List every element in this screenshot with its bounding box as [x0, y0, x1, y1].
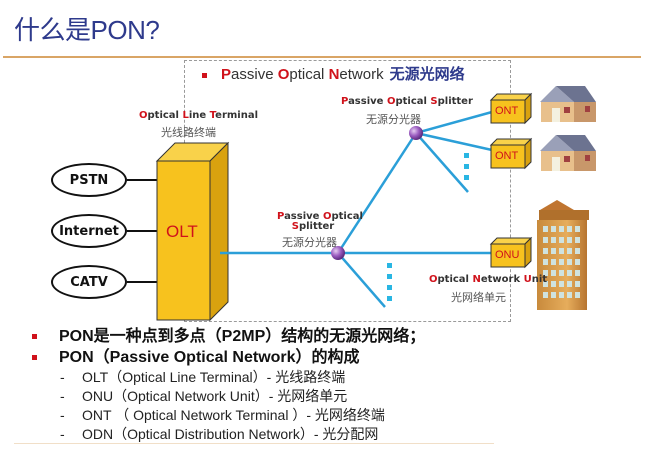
sub-item-odn: - ODN（Optical Distribution Network）- 光分配网 — [32, 425, 425, 444]
bullet-text: PON（Passive Optical Network）的构成 — [59, 349, 360, 366]
onu-box-label: ONU — [495, 249, 520, 261]
sub-item-text: ONT （ Optical Network Terminal ）- 光网络终端 — [82, 407, 385, 423]
splitter-top-icon — [409, 126, 423, 140]
ont-box-2 — [489, 137, 533, 170]
heading-text: assive — [231, 66, 278, 83]
heading-text: etwork — [339, 66, 384, 83]
heading-text: ptical — [289, 66, 329, 83]
olt-box-label: OLT — [166, 222, 198, 241]
bullet-icon — [32, 334, 37, 340]
sub-item-text: ONU（Optical Network Unit）- 光网络单元 — [82, 388, 348, 404]
heading-letter-o: O — [277, 66, 290, 83]
fiber-to-ont1 — [415, 110, 493, 135]
onu-caption-cn: 光网络单元 — [451, 291, 506, 304]
ellipsis-dots-top — [464, 153, 469, 180]
bullet-text: PON是一种点到多点（P2MP）结构的无源光网络； — [59, 328, 426, 345]
fiber-to-ont2 — [415, 131, 493, 152]
splitter-main-caption-en: Passive Optical Splitter — [277, 211, 363, 232]
splitter-main-icon — [331, 246, 345, 260]
sub-item-text: ODN（Optical Distribution Network）- 光分配网 — [82, 426, 379, 442]
dash-icon: - — [60, 388, 65, 404]
heading-chinese: 无源光网络 — [389, 66, 465, 83]
page-title: 什么是PON? — [14, 15, 160, 45]
heading-letter-n: N — [328, 66, 340, 83]
ont-1-label: ONT — [495, 105, 519, 117]
dash-icon: - — [60, 369, 65, 385]
olt-box — [155, 141, 230, 322]
ont-2-label: ONT — [495, 150, 519, 162]
building-icon — [537, 200, 589, 310]
bottom-divider — [14, 443, 494, 444]
source-pstn: PSTN — [51, 163, 127, 197]
bullet-item: PON（Passive Optical Network）的构成 — [32, 347, 425, 368]
title-divider — [3, 56, 641, 58]
sub-item-ont: - ONT （ Optical Network Terminal ）- 光网络终端 — [32, 406, 425, 425]
bullet-icon — [32, 355, 37, 361]
bullet-item: PON是一种点到多点（P2MP）结构的无源光网络； — [32, 326, 425, 347]
source-catv: CATV — [51, 265, 127, 299]
splitter-top-caption-cn: 无源分光器 — [366, 113, 421, 126]
dash-icon: - — [60, 426, 65, 442]
heading-letter-p: P — [221, 66, 232, 83]
source-internet: Internet — [51, 214, 127, 248]
bullet-icon — [202, 72, 207, 78]
fiber-splitter-splitter — [336, 132, 418, 254]
sub-item-olt: - OLT（Optical Line Terminal）- 光线路终端 — [32, 368, 425, 387]
onu-caption-en: Optical Network Unit — [429, 274, 548, 285]
ont-box-1 — [489, 92, 533, 125]
pon-heading: Passive Optical Network 无源光网络 — [202, 63, 465, 84]
bullet-list: PON是一种点到多点（P2MP）结构的无源光网络； PON（Passive Op… — [32, 326, 425, 444]
splitter-main-caption-cn: 无源分光器 — [282, 236, 337, 249]
house-icon — [540, 135, 596, 171]
fiber-branch-more-top — [415, 132, 469, 193]
house-icon — [540, 86, 596, 122]
dash-icon: - — [60, 407, 65, 423]
splitter-top-caption-en: Passive Optical Splitter — [341, 96, 473, 107]
sub-item-onu: - ONU（Optical Network Unit）- 光网络单元 — [32, 387, 425, 406]
fiber-branch-more — [337, 252, 386, 308]
fiber-lines — [220, 110, 493, 308]
sub-item-text: OLT（Optical Line Terminal）- 光线路终端 — [82, 369, 346, 385]
olt-caption-cn: 光线路终端 — [161, 126, 216, 139]
olt-caption-en: Optical Line Terminal — [139, 110, 259, 121]
onu-box — [489, 236, 533, 269]
ellipsis-dots-bottom — [387, 263, 392, 301]
